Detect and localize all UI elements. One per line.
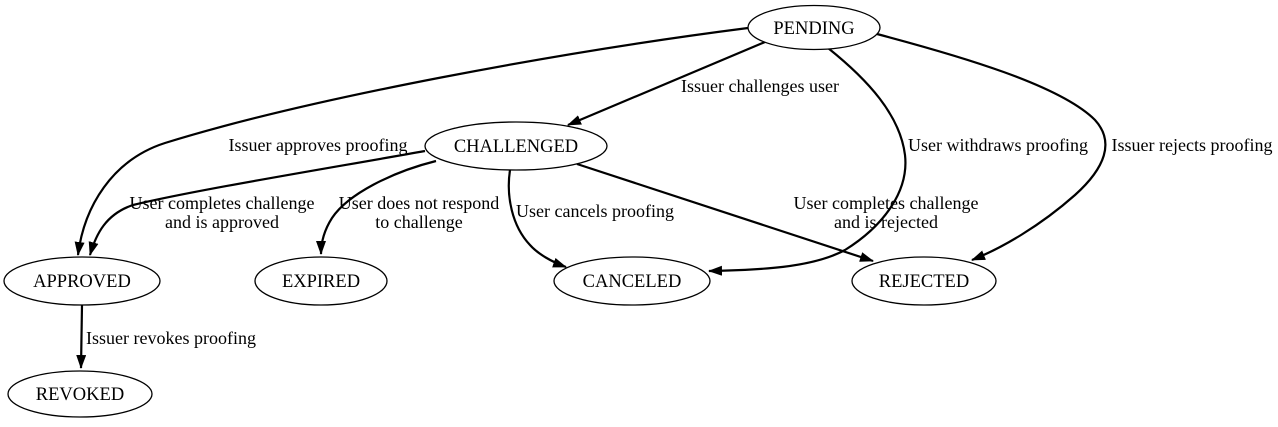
edge-label-user-cancels-proofing: User cancels proofing <box>516 201 674 221</box>
state-label-pending: PENDING <box>773 19 854 39</box>
state-node-challenged <box>424 121 608 171</box>
edge-challenged-to-canceled <box>507 169 567 269</box>
edge-approved-to-revoked <box>76 304 87 369</box>
state-node-approved <box>3 256 161 306</box>
edge-label-completes-approved-line2: and is approved <box>165 212 279 232</box>
edge-label-completes-rejected-line1: User completes challenge <box>794 193 979 213</box>
nodes-layer: PENDING CHALLENGED APPROVED EXPIRED CANC… <box>3 4 997 418</box>
state-node-revoked <box>7 370 153 418</box>
edge-label-no-respond-line1: User does not respond <box>339 193 499 213</box>
edge-pending-to-rejected <box>876 32 1107 262</box>
edges-layer <box>74 26 1107 369</box>
edge-challenged-to-rejected <box>576 162 874 263</box>
edge-label-user-withdraws-proofing: User withdraws proofing <box>908 135 1088 155</box>
edge-pending-to-canceled <box>708 47 907 276</box>
state-label-expired: EXPIRED <box>282 272 360 292</box>
edge-labels-layer: Issuer challenges user Issuer approves p… <box>86 76 1272 348</box>
edge-pending-to-approved <box>74 26 749 256</box>
state-node-canceled <box>553 256 711 306</box>
edge-label-issuer-rejects-proofing: Issuer rejects proofing <box>1112 135 1273 155</box>
state-label-revoked: REVOKED <box>36 385 124 405</box>
state-node-pending <box>747 4 881 51</box>
edge-label-issuer-challenges-user: Issuer challenges user <box>681 76 839 96</box>
edge-label-completes-approved-line1: User completes challenge <box>130 193 315 213</box>
edge-label-no-respond-line2: to challenge <box>375 212 462 232</box>
state-label-challenged: CHALLENGED <box>454 137 578 157</box>
state-label-canceled: CANCELED <box>583 272 682 292</box>
state-label-approved: APPROVED <box>33 272 131 292</box>
edge-challenged-to-approved <box>88 149 426 256</box>
edge-label-completes-rejected-line2: and is rejected <box>834 212 938 232</box>
edge-challenged-to-expired <box>316 159 437 255</box>
edge-label-issuer-revokes-proofing: Issuer revokes proofing <box>86 328 256 348</box>
state-label-rejected: REJECTED <box>879 272 969 292</box>
state-node-expired <box>254 256 388 306</box>
edge-pending-to-challenged <box>567 40 766 127</box>
state-node-rejected <box>851 256 997 306</box>
edge-label-issuer-approves-proofing: Issuer approves proofing <box>229 135 408 155</box>
